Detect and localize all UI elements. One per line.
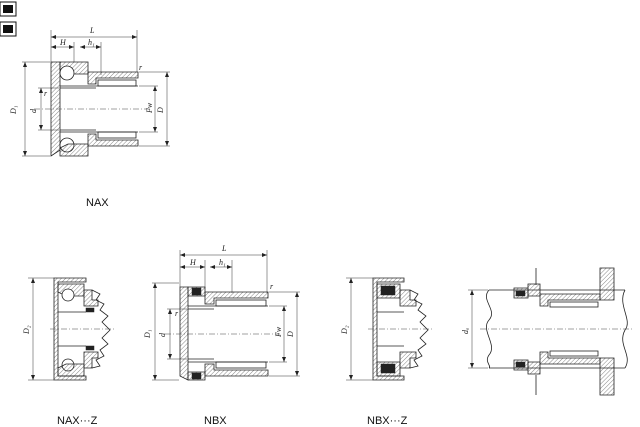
dim-D2-nbxz: D₂ [340,325,349,335]
dim-r-nbx-left: r [175,309,179,318]
dim-D: D [156,107,165,114]
dim-H-nbx: H [189,258,197,267]
dim-h1-nbx: h₁ [219,258,226,267]
dim-r-right: r [139,63,143,72]
dim-d-nbx: d [158,332,167,337]
dim-d: d [29,108,38,113]
dim-L-nbx: L [221,244,227,253]
dim-D-nbx: D [286,331,295,338]
nax-z-drawing: D₂ [22,277,115,381]
dim-da: dₐ [461,327,470,334]
nbx-drawing: L H h₁ D₁ d r [143,244,300,381]
caption-nbx-z: NBX···Z [367,415,408,427]
caption-nax-z: NAX···Z [57,415,98,427]
mounting-drawing: dₐ [461,267,632,396]
dim-D1: D₁ [9,105,18,115]
dim-L: L [89,26,95,35]
dim-Fw-nbx: Fw [274,326,283,338]
dim-h1: h₁ [88,38,95,47]
dim-r-left: r [44,89,48,98]
dim-Fw: Fw [145,102,154,114]
dim-H: H [59,38,67,47]
caption-nbx: NBX [204,415,227,427]
dim-r-nbx-right: r [270,282,274,291]
nbx-z-drawing: D₂ [340,277,432,381]
dim-D2-naxz: D₂ [22,325,31,335]
caption-nax: NAX [86,197,109,209]
dim-D1-nbx: D₁ [143,329,152,339]
corner-icon [0,1,17,37]
nax-drawing: L H h₁ D₁ d r [9,26,170,157]
